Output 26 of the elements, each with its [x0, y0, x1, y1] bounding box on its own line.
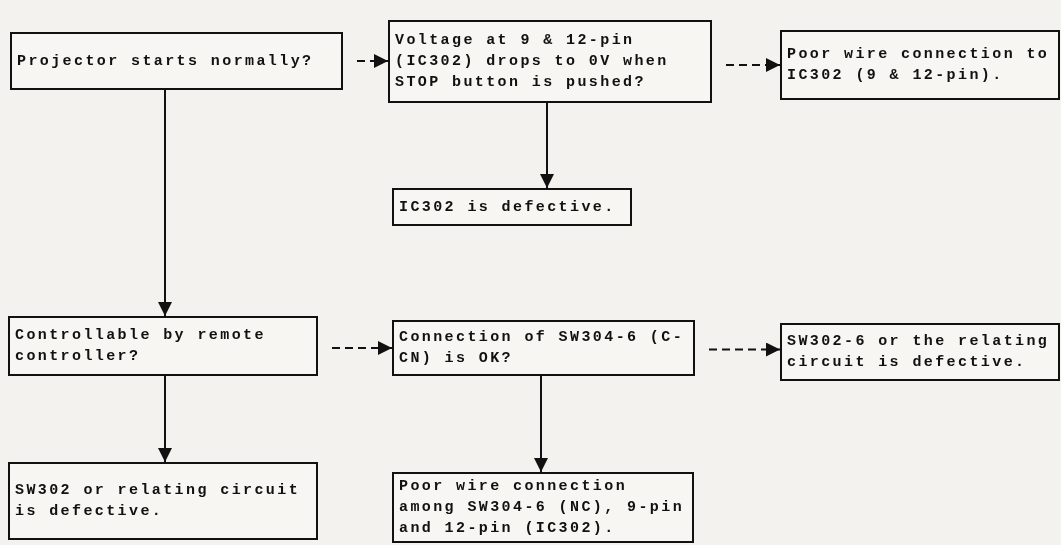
box-text: IC302 is defective. [399, 197, 617, 218]
process-box [392, 320, 695, 376]
process-box [392, 188, 632, 226]
process-box [780, 323, 1060, 381]
process-box [8, 462, 318, 540]
arrow [158, 89, 172, 317]
box-text: Poor wire connection to IC302 (9 & 12-pin). [787, 45, 1051, 86]
arrow [708, 342, 781, 357]
arrow [356, 54, 389, 68]
arrow [331, 341, 393, 355]
process-box [8, 316, 318, 376]
box-text: Connection of SW304-6 (C-CN) is OK? [399, 328, 686, 369]
box-text: SW302-6 or the relating circuit is defective. [787, 332, 1051, 373]
arrow [725, 58, 781, 72]
box-text: Controllable by remote controller? [15, 326, 267, 367]
box-text: Poor wire connection among SW304-6 (NC), 9-pin and 12-pin (IC302). [399, 477, 686, 539]
arrow [534, 375, 548, 473]
process-box [392, 472, 694, 543]
process-box [780, 30, 1060, 100]
box-text: SW302 or relating circuit is defective. [15, 481, 302, 522]
box-text: Voltage at 9 & 12-pin (IC302) drops to 0V when STOP button is pushed? [395, 31, 670, 93]
arrow [540, 102, 554, 189]
arrow [158, 375, 172, 463]
process-box [388, 20, 712, 103]
box-text: Projector starts normally? [17, 51, 315, 72]
process-box [10, 32, 343, 90]
